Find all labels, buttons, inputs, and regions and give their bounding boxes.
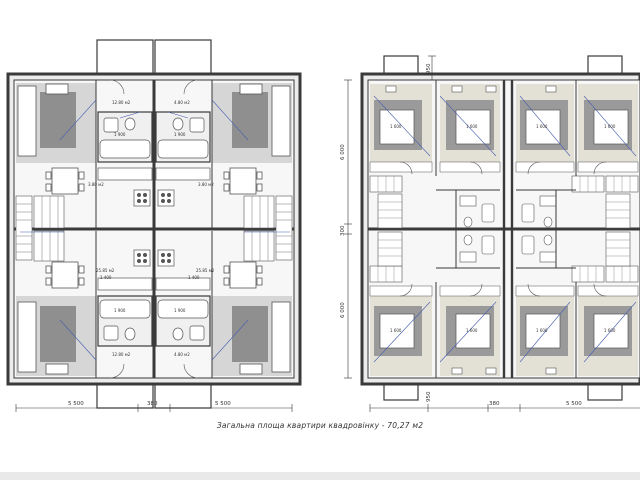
ground-floor-labels: 1 900 1 900 1 400 1 400 1 900 1 900 12.8…: [88, 100, 215, 357]
plan-caption: Загальна площа квартири квадровінку - 70…: [216, 421, 424, 430]
area-tag: 25.85 м2: [196, 268, 215, 273]
area-tag: 25.85 м2: [96, 268, 115, 273]
room-label: 1 400: [188, 275, 200, 280]
bed-label: 1 600: [466, 124, 478, 129]
room-label: 1 900: [174, 308, 186, 313]
area-tag: 12.80 м2: [112, 100, 131, 105]
floor-plans-drawing: 1 900 1 900 1 400 1 400 1 900 1 900 12.8…: [6, 39, 640, 412]
bed-label: 1 600: [604, 328, 616, 333]
dimension-label: 6 000: [340, 144, 346, 160]
footer-bar: [0, 472, 640, 480]
dimension-label: 950: [426, 63, 432, 74]
room-label: 1 900: [114, 308, 126, 313]
upper-floor-plan: [360, 55, 640, 401]
dimension-label: 950: [426, 391, 432, 402]
bed-label: 1 600: [390, 328, 402, 333]
dimension-label: 6 000: [340, 302, 346, 318]
bed-label: 1 600: [604, 124, 616, 129]
area-tag: 4.80 м2: [174, 100, 190, 105]
room-label: 1 900: [114, 132, 126, 137]
room-label: 1 900: [174, 132, 186, 137]
bed-label: 1 600: [390, 124, 402, 129]
dimension-label: 380: [489, 401, 500, 407]
bed-label: 1 600: [536, 328, 548, 333]
dimension-label: 380: [147, 401, 158, 407]
dimension-label: 5 500: [68, 401, 84, 407]
area-tag: 4.80 м2: [174, 352, 190, 357]
ground-floor-plan: [6, 39, 302, 409]
upper-floor-labels: 1 600 1 600 1 600 1 600 1 600 1 600 1 60…: [390, 124, 616, 333]
area-tag: 3.80 м2: [88, 182, 104, 187]
dimension-label: 5 500: [566, 401, 582, 407]
dimension-label: 5 500: [215, 401, 231, 407]
area-tag: 3.80 м2: [198, 182, 214, 187]
upper-floor-dimensions: [344, 55, 640, 412]
bed-label: 1 600: [536, 124, 548, 129]
room-label: 1 400: [100, 275, 112, 280]
dimension-label: 300: [340, 225, 346, 236]
ground-floor-dimensions: [15, 404, 293, 412]
area-tag: 12.80 м2: [112, 352, 131, 357]
rug: [40, 92, 76, 148]
bed-label: 1 600: [466, 328, 478, 333]
